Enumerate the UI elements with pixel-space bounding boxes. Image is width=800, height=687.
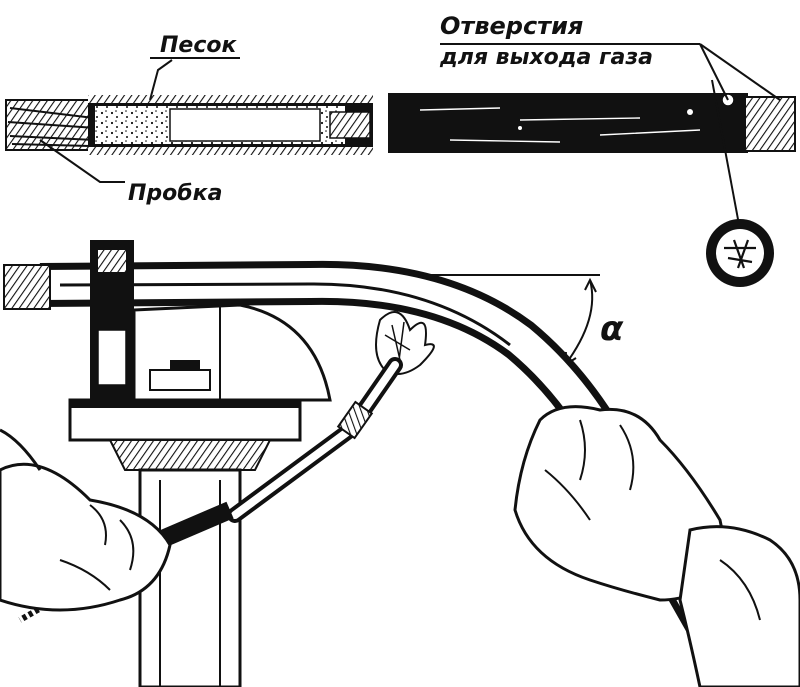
holes-leader-line-b bbox=[699, 43, 781, 101]
angle-label: α bbox=[600, 309, 624, 349]
angle-arc bbox=[564, 279, 594, 366]
holes-label-line2: для выхода газа bbox=[439, 45, 653, 70]
gas-torch bbox=[18, 357, 403, 623]
detail-leader-line bbox=[711, 79, 741, 231]
gas-hole-detail-circle bbox=[706, 219, 774, 287]
sand-filled-pipe-section bbox=[5, 95, 373, 155]
vise-pedestal bbox=[108, 439, 272, 471]
pipe-body-right bbox=[388, 93, 748, 153]
vise bbox=[68, 240, 332, 687]
plug-leader-line bbox=[39, 139, 125, 183]
holes-label-line1: Отверстия bbox=[440, 12, 583, 40]
bent-pipe-plug bbox=[3, 264, 51, 310]
right-hand bbox=[513, 405, 800, 687]
plug-label: Пробка bbox=[128, 181, 222, 206]
torch-flame bbox=[375, 311, 435, 375]
right-wooden-plug bbox=[744, 96, 796, 152]
pipe-with-gas-holes bbox=[388, 93, 796, 153]
sand-label: Песок bbox=[160, 33, 237, 58]
left-hand bbox=[0, 428, 172, 612]
sand-leader-line bbox=[149, 59, 173, 101]
holes-leader-line-a bbox=[699, 43, 729, 101]
